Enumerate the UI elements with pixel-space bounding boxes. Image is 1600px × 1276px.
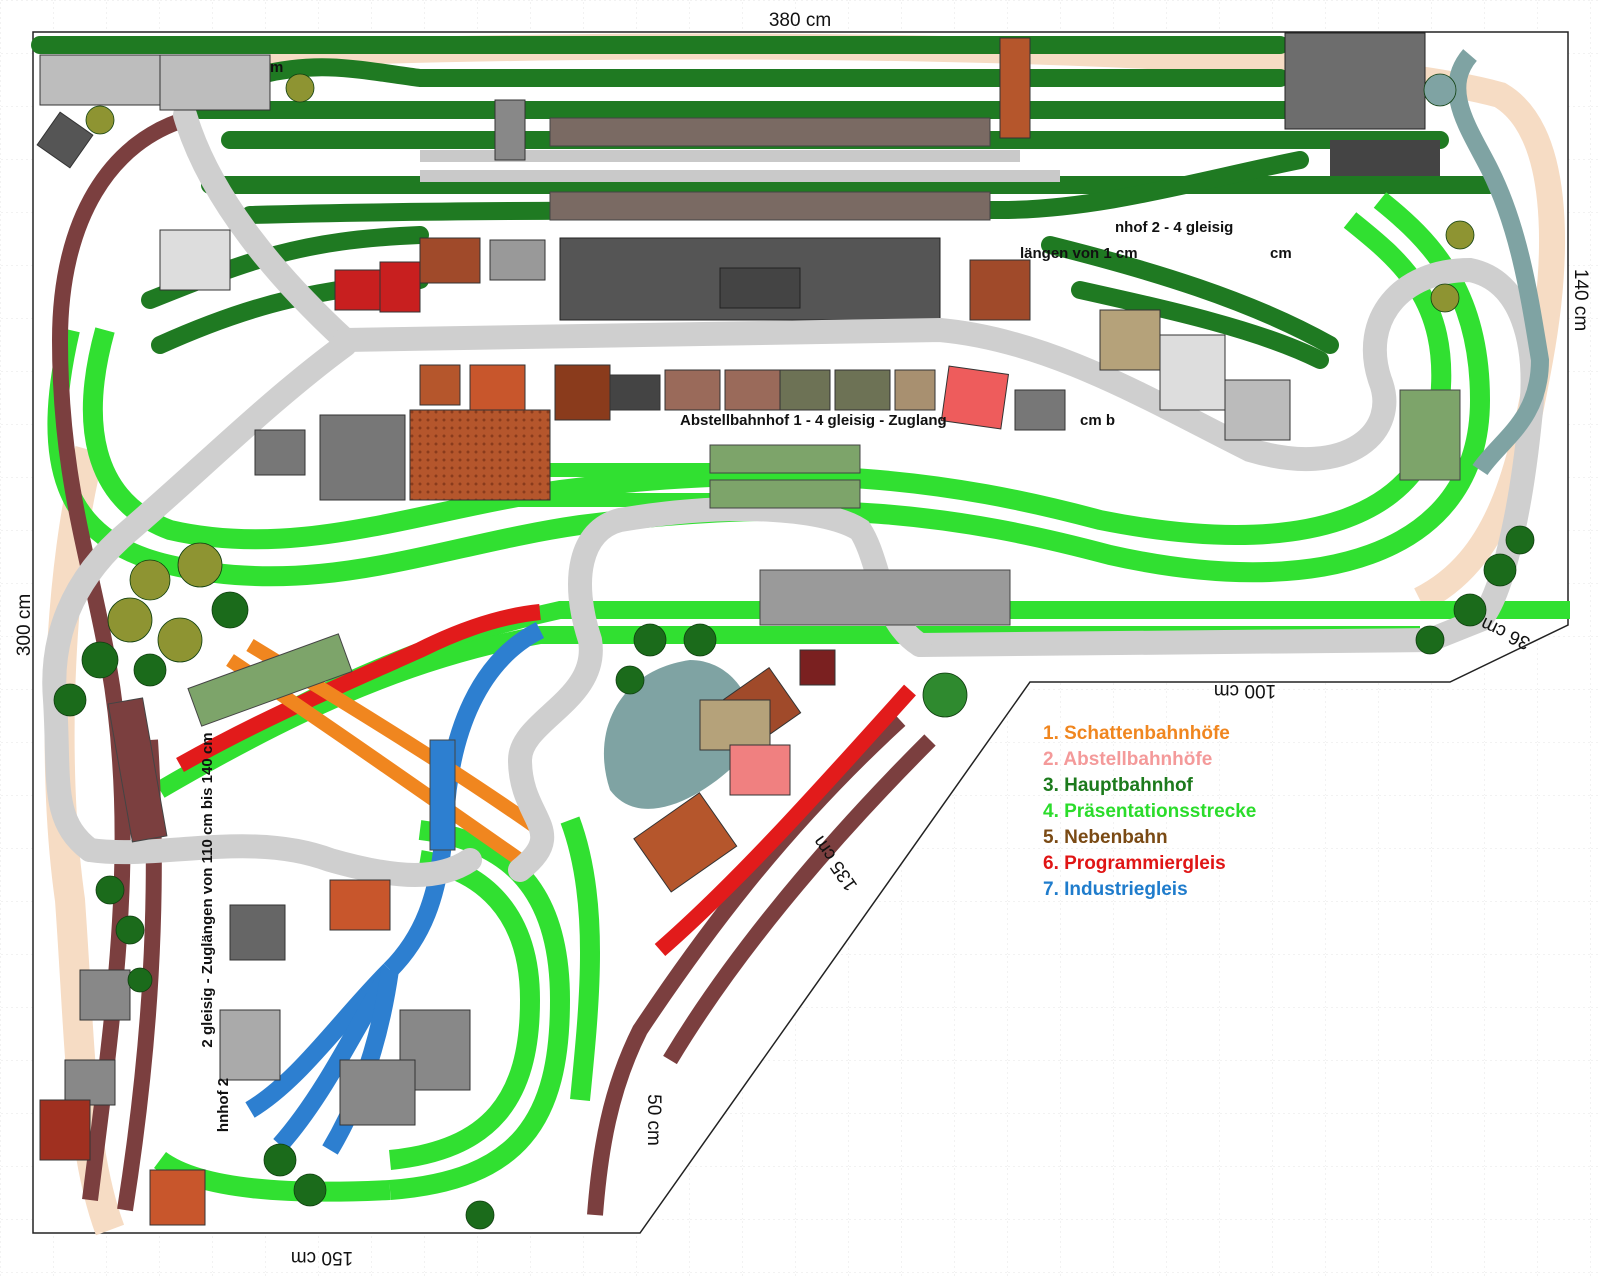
programmier-tracks xyxy=(176,604,916,957)
dimension-right: 140 cm xyxy=(1570,269,1591,331)
legend-item: 4. Präsentationsstrecke xyxy=(1043,801,1256,822)
legend-item: 2. Abstellbahnhöfe xyxy=(1043,749,1212,770)
label-yard-top: nhof 2 - 4 gleisig xyxy=(1115,219,1233,236)
trees xyxy=(53,73,1535,1230)
bridges xyxy=(107,389,1461,851)
label-yard-lengths-end: cm xyxy=(1270,245,1292,262)
dimension-left: 300 cm xyxy=(14,594,35,656)
dimension-top: 380 cm xyxy=(769,10,831,31)
label-yard-lengths: längen von 1 cm xyxy=(1020,245,1138,262)
dimension-inner-vertical: 50 cm xyxy=(643,1094,664,1146)
legend-item: 7. Industriegleis xyxy=(1043,879,1188,900)
label-left-rotated-2: hnhof 2 xyxy=(215,1078,232,1132)
legend-item: 3. Hauptbahnhof xyxy=(1043,775,1194,796)
label-top-left-station: m xyxy=(270,59,283,76)
station-platforms xyxy=(420,32,1440,321)
buildings xyxy=(36,54,1291,1226)
legend: 1. Schattenbahnhöfe 2. Abstellbahnhöfe 3. … xyxy=(1043,723,1256,900)
legend-item: 1. Schattenbahnhöfe xyxy=(1043,723,1230,744)
industrie-tracks xyxy=(245,621,545,1155)
dimension-bottom: 150 cm xyxy=(291,1247,353,1268)
label-abstellbahnhof-1: Abstellbahnhof 1 - 4 gleisig - Zuglang xyxy=(680,412,947,429)
legend-item: 5. Nebenbahn xyxy=(1043,827,1168,848)
dimension-notch: 100 cm xyxy=(1214,680,1276,701)
label-left-rotated: 2 gleisig - Zuglängen von 110 cm bis 140… xyxy=(199,732,216,1047)
legend-item: 6. Programmiergleis xyxy=(1043,853,1226,874)
stream xyxy=(1448,49,1550,476)
pond xyxy=(603,660,752,809)
label-abstellbahnhof-1-end: cm b xyxy=(1080,412,1115,429)
